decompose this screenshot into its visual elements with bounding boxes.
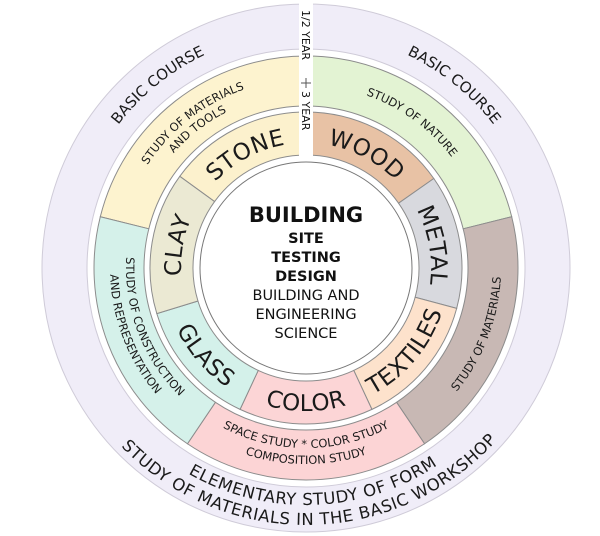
center-title: BUILDING	[249, 203, 363, 227]
rings	[41, 3, 571, 533]
workshop-label-color-text: COLOR	[264, 386, 348, 417]
center-line-design: DESIGN	[275, 269, 337, 285]
half-year-label: 1/2 YEAR	[299, 10, 312, 60]
basic-course-outer-ring	[41, 3, 571, 533]
workshop-segment-clay	[149, 175, 216, 315]
center-circle	[199, 161, 413, 375]
center-line-building-and: BUILDING AND	[253, 288, 360, 304]
center-line-science: SCIENCE	[275, 326, 338, 342]
center-line-site: SITE	[288, 231, 324, 247]
study-ring-segment-construction-representation	[93, 216, 217, 445]
workshop-label-color: COLOR	[264, 386, 349, 417]
center-line-engineering: ENGINEERING	[255, 307, 356, 323]
center-line-testing: TESTING	[271, 250, 341, 266]
three-year-label: 3 YEAR	[299, 91, 312, 131]
